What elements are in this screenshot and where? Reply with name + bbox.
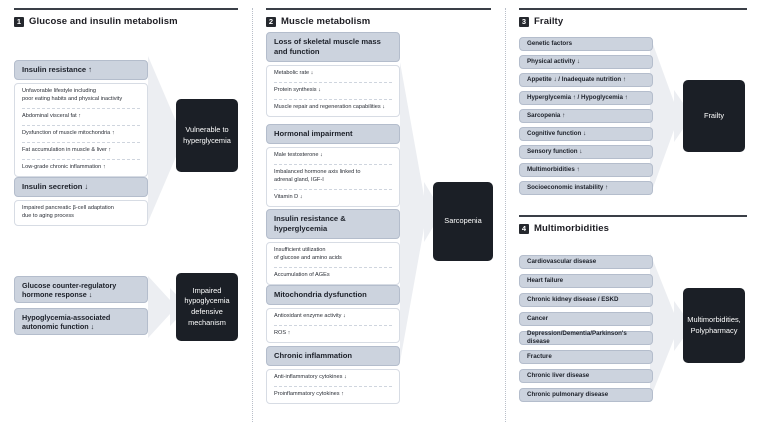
- group-item: Anti-inflammatory cytokines ↓: [274, 370, 392, 387]
- group-body: Impaired pancreatic β-cell adaptation du…: [14, 200, 148, 226]
- group-muscle-mass-loss: Loss of skeletal muscle mass and functio…: [266, 32, 400, 117]
- group-body: Insufficient utilization of glucose and …: [266, 242, 400, 285]
- group-item: Proinflammatory cytokines ↑: [274, 390, 344, 397]
- group-insulin-resistance: Insulin resistance ↑ Unfavorable lifesty…: [14, 60, 148, 177]
- group-item: Unfavorable lifestyle including poor eat…: [22, 84, 140, 109]
- group-item: Dysfunction of muscle mitochondria ↑: [22, 126, 140, 143]
- outcome-sarcopenia: Sarcopenia: [433, 182, 493, 261]
- column-separator-2: [505, 8, 506, 422]
- group-body: Metabolic rate ↓ Protein synthesis ↓ Mus…: [266, 65, 400, 117]
- flow-arrow-1: [148, 56, 202, 222]
- group-chronic-inflammation: Chronic inflammation Anti-inflammatory c…: [266, 346, 400, 404]
- pill-chronic-kidney-disease: Chronic kidney disease / ESKD: [519, 293, 653, 307]
- group-hormonal-impairment: Hormonal impairment Male testosterone ↓ …: [266, 124, 400, 207]
- section-rule: [14, 8, 238, 10]
- outcome-multimorbidities-polypharmacy: Multimorbidities, Polypharmacy: [683, 288, 745, 363]
- pill-socioeconomic-instability: Socioeconomic instability ↑: [519, 181, 653, 195]
- section-header-3: 3 Frailty: [519, 8, 747, 27]
- pill-multimorbidities: Multimorbidities ↑: [519, 163, 653, 177]
- pill-cognitive-function: Cognitive function ↓: [519, 127, 653, 141]
- pill-chronic-liver-disease: Chronic liver disease: [519, 369, 653, 383]
- group-item: Impaired pancreatic β-cell adaptation du…: [22, 205, 114, 219]
- group-header: Chronic inflammation: [266, 346, 400, 367]
- group-item: Imbalanced hormone axis linked to adrena…: [274, 165, 392, 190]
- section-rule: [519, 215, 747, 217]
- group-item: Metabolic rate ↓: [274, 66, 392, 83]
- group-header: Insulin resistance & hyperglycemia: [266, 209, 400, 240]
- group-item: Accumulation of AGEs: [274, 271, 330, 278]
- group-item: Abdominal visceral fat ↑: [22, 109, 140, 126]
- section-title-3: Frailty: [534, 16, 564, 27]
- group-header: Insulin secretion ↓: [14, 177, 148, 198]
- section-header-4: 4 Multimorbidities: [519, 215, 747, 234]
- group-item: Insufficient utilization of glucose and …: [274, 243, 392, 268]
- flow-arrow-2: [148, 276, 188, 338]
- section-title-2: Muscle metabolism: [281, 16, 371, 27]
- group-item: Low-grade chronic inflammation ↑: [22, 163, 106, 170]
- pill-cancer: Cancer: [519, 312, 653, 326]
- group-item: Protein synthesis ↓: [274, 83, 392, 100]
- pill-appetite-nutrition: Appetite ↓ / Inadequate nutrition ↑: [519, 73, 653, 87]
- group-body: Anti-inflammatory cytokines ↓ Proinflamm…: [266, 369, 400, 404]
- pill-chronic-pulmonary-disease: Chronic pulmonary disease: [519, 388, 653, 402]
- pill-depression-dementia-parkinsons: Depression/Dementia/Parkinson's disease: [519, 330, 653, 345]
- pill-hypoglycemia-autonomic: Hypoglycemia-associated autonomic functi…: [14, 308, 148, 335]
- group-insulin-resistance-hyperglycemia: Insulin resistance & hyperglycemia Insuf…: [266, 209, 400, 285]
- pill-glucose-counter-regulatory: Glucose counter-regulatory hormone respo…: [14, 276, 148, 303]
- group-header: Hormonal impairment: [266, 124, 400, 145]
- group-item: Male testosterone ↓: [274, 148, 392, 165]
- pill-heart-failure: Heart failure: [519, 274, 653, 288]
- section-title-4: Multimorbidities: [534, 223, 609, 234]
- group-header: Loss of skeletal muscle mass and functio…: [266, 32, 400, 63]
- flow-arrow-4: [650, 36, 692, 196]
- outcome-frailty: Frailty: [683, 80, 745, 152]
- section-title-1: Glucose and insulin metabolism: [29, 16, 178, 27]
- group-item: Vitamin D ↓: [274, 193, 303, 200]
- group-header: Mitochondria dysfunction: [266, 285, 400, 306]
- pill-sarcopenia: Sarcopenia ↑: [519, 109, 653, 123]
- section-badge-4: 4: [519, 223, 529, 234]
- group-item: ROS ↑: [274, 329, 291, 336]
- group-body: Unfavorable lifestyle including poor eat…: [14, 83, 148, 177]
- pill-fracture: Fracture: [519, 350, 653, 364]
- section-rule: [519, 8, 747, 10]
- section-badge-2: 2: [266, 16, 276, 27]
- section-rule: [266, 8, 491, 10]
- pill-genetic-factors: Genetic factors: [519, 37, 653, 51]
- section-header-2: 2 Muscle metabolism: [266, 8, 491, 27]
- flow-arrow-3: [400, 62, 442, 362]
- group-item: Fat accumulation in muscle & liver ↑: [22, 143, 140, 160]
- group-insulin-secretion: Insulin secretion ↓ Impaired pancreatic …: [14, 177, 148, 226]
- section-badge-1: 1: [14, 16, 24, 27]
- section-header-1: 1 Glucose and insulin metabolism: [14, 8, 238, 27]
- pill-hyperglycemia-hypoglycemia: Hyperglycemia ↑ / Hypoglycemia ↑: [519, 91, 653, 105]
- outcome-impaired-hypoglycemia: Impaired hypoglycemia defensive mechanis…: [176, 273, 238, 341]
- pill-sensory-function: Sensory function ↓: [519, 145, 653, 159]
- column-separator-1: [252, 8, 253, 422]
- group-mitochondria-dysfunction: Mitochondria dysfunction Antioxidant enz…: [266, 285, 400, 343]
- group-item: Antioxidant enzyme activity ↓: [274, 309, 392, 326]
- group-body: Male testosterone ↓ Imbalanced hormone a…: [266, 147, 400, 207]
- pill-physical-activity: Physical activity ↓: [519, 55, 653, 69]
- flow-arrow-5: [650, 253, 692, 399]
- outcome-vulnerable-hyperglycemia: Vulnerable to hyperglycemia: [176, 99, 238, 172]
- pill-cardiovascular-disease: Cardiovascular disease: [519, 255, 653, 269]
- section-badge-3: 3: [519, 16, 529, 27]
- group-body: Antioxidant enzyme activity ↓ ROS ↑: [266, 308, 400, 343]
- group-item: Muscle repair and regeneration capabilit…: [274, 103, 386, 110]
- group-header: Insulin resistance ↑: [14, 60, 148, 81]
